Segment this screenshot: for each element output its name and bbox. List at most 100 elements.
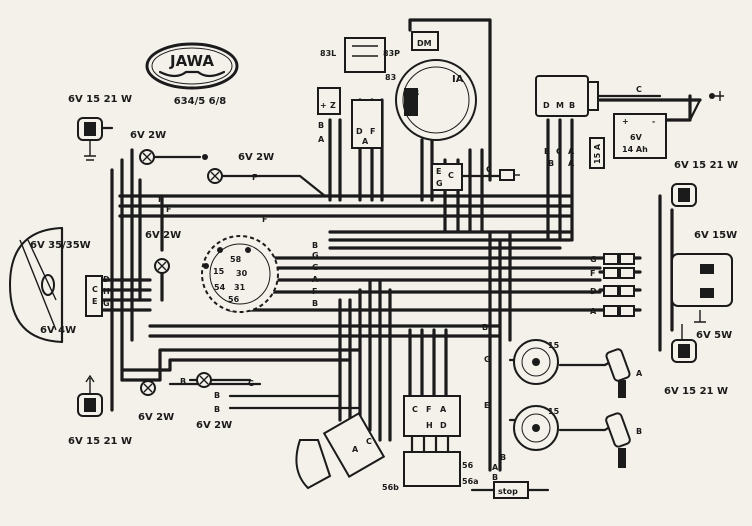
indicator-lamp-b-rating: 6V 2W: [196, 420, 232, 431]
battery-capacity: 14 Ah: [622, 145, 648, 154]
tail-lamp: [671, 253, 733, 323]
turn-lamp-front-left-rating: 6V 15 21 W: [68, 94, 132, 105]
dynamo-c: C: [448, 171, 454, 180]
reg-d: D: [543, 101, 550, 110]
rear-plug-f: F: [590, 269, 595, 278]
hl-pin-h: H: [103, 287, 110, 296]
horn: [295, 411, 386, 490]
coil-b-pin: 15: [548, 407, 560, 416]
switch-z: Z: [330, 101, 336, 110]
wire-g-coil: G: [484, 355, 491, 364]
hb-d: D: [440, 421, 447, 430]
ign-15: 15: [213, 267, 225, 276]
jawa-logo: JAWA 634/5 6/8: [145, 42, 239, 107]
ign-30: 30: [236, 269, 248, 278]
headlamp-plug-letters: D C H G E: [92, 275, 110, 308]
wire-b-bus2: B: [312, 299, 318, 308]
fuse: [589, 137, 605, 169]
coil-a-pin: 15: [548, 341, 560, 350]
wire-f-sw: F: [370, 127, 375, 136]
speedo-lamp: [154, 258, 170, 274]
wire-b-reg2: B: [548, 159, 554, 168]
pilot-lamp-a: [139, 149, 208, 165]
handlebar-switch: [403, 395, 461, 487]
logo-model: 634/5 6/8: [174, 96, 227, 107]
reg-b: B: [569, 101, 575, 110]
stop-switch: [470, 481, 550, 499]
wire-a-bus: A: [312, 275, 319, 284]
wire-g-bus: G: [312, 251, 319, 260]
dynamo: [395, 18, 520, 191]
hb-h: H: [426, 421, 433, 430]
rear-plug-d: D: [590, 287, 597, 296]
wire-b-ind2: B: [214, 391, 220, 400]
hl-pin-d: D: [103, 275, 110, 284]
hl-pin-c: C: [92, 285, 98, 294]
hb-c: C: [412, 405, 418, 414]
battery-rating: 6V: [630, 133, 643, 142]
regulator: [535, 75, 662, 117]
headlamp-main-rating: 6V 35/35W: [30, 240, 91, 251]
fuse-rating: 15 A: [593, 143, 602, 164]
rear-plug-g: G: [590, 255, 597, 264]
wire-b-stop: B: [500, 453, 506, 462]
headlamp-park-rating: 6V 4W: [40, 325, 76, 336]
wire-e-coil: E: [484, 401, 489, 410]
indicator-lamp-a-rating: 6V 2W: [138, 412, 174, 423]
rear-plug-a: A: [590, 307, 597, 316]
headlamp: [8, 226, 103, 344]
switch-plus: +: [320, 101, 327, 110]
turn-lamp-front-left: [77, 117, 114, 161]
dynamo-g: G: [436, 179, 443, 188]
logo-brand: JAWA: [169, 52, 214, 70]
pilot-lamp-b: [207, 168, 327, 198]
speedo-lamp-rating: 6V 2W: [145, 230, 181, 241]
hb-a: A: [440, 405, 447, 414]
wire-a-reg2: A: [568, 159, 575, 168]
pilot-lamp-a-rating: 6V 2W: [130, 130, 166, 141]
turn-lamp-rear-left-rating: 6V 15 21 W: [68, 436, 132, 447]
hl-pin-g: G: [103, 299, 110, 308]
wire-b-ind: B: [180, 377, 186, 386]
light-switch: [317, 37, 386, 149]
stop-switch-label: stop: [498, 487, 518, 496]
wire-a-sw: A: [318, 135, 325, 144]
wire-b-ind3: B: [214, 405, 220, 414]
hl-pin-e: E: [92, 297, 97, 306]
wire-harness: [98, 94, 702, 472]
turn-lamp-rear-left: [77, 374, 103, 417]
ignition-coil-b: [513, 405, 631, 468]
dynamo-dm: DM: [417, 39, 432, 48]
wire-a-stop: A: [492, 463, 499, 472]
dynamo-ib: IB: [408, 88, 419, 99]
turn-lamp-rear-right-rating: 6V 15 21 W: [664, 386, 728, 397]
ignition-switch: 15 58 30 54 56 31: [201, 235, 279, 313]
wire-b-reg: B: [544, 147, 550, 156]
indicator-lamp-b: [196, 372, 212, 388]
indicator-lamp-a: [140, 380, 156, 396]
wire-labels: F F F F B A D F A B C A B A C B G G A F …: [158, 85, 642, 482]
wire-b-sw: B: [318, 121, 324, 130]
brake-lamp-rating: 6V 5W: [696, 330, 732, 341]
dynamo-c-out: C: [486, 165, 492, 174]
hb-56b: 56b: [382, 483, 399, 492]
turn-lamp-front-right-rating: 6V 15 21 W: [674, 160, 738, 171]
wire-a-sw2: A: [362, 137, 369, 146]
horn-c: C: [366, 437, 372, 446]
wire-c-ind: C: [248, 379, 254, 388]
wire-g-bus2: G: [312, 263, 319, 272]
coil-b-label: B: [636, 427, 642, 436]
wire-f-4: F: [252, 173, 257, 182]
wire-b-stop2: B: [492, 473, 498, 482]
wire-d-sw: D: [356, 127, 363, 136]
wire-c-reg: C: [556, 147, 562, 156]
reg-m: M: [556, 101, 564, 110]
switch-83: 83: [385, 73, 396, 82]
wire-b-coil: B: [482, 323, 488, 332]
wire-f-1: F: [158, 195, 163, 204]
ignition-coil-a: [513, 339, 631, 398]
hb-56: 56: [462, 461, 474, 470]
ign-54: 54: [214, 283, 226, 292]
